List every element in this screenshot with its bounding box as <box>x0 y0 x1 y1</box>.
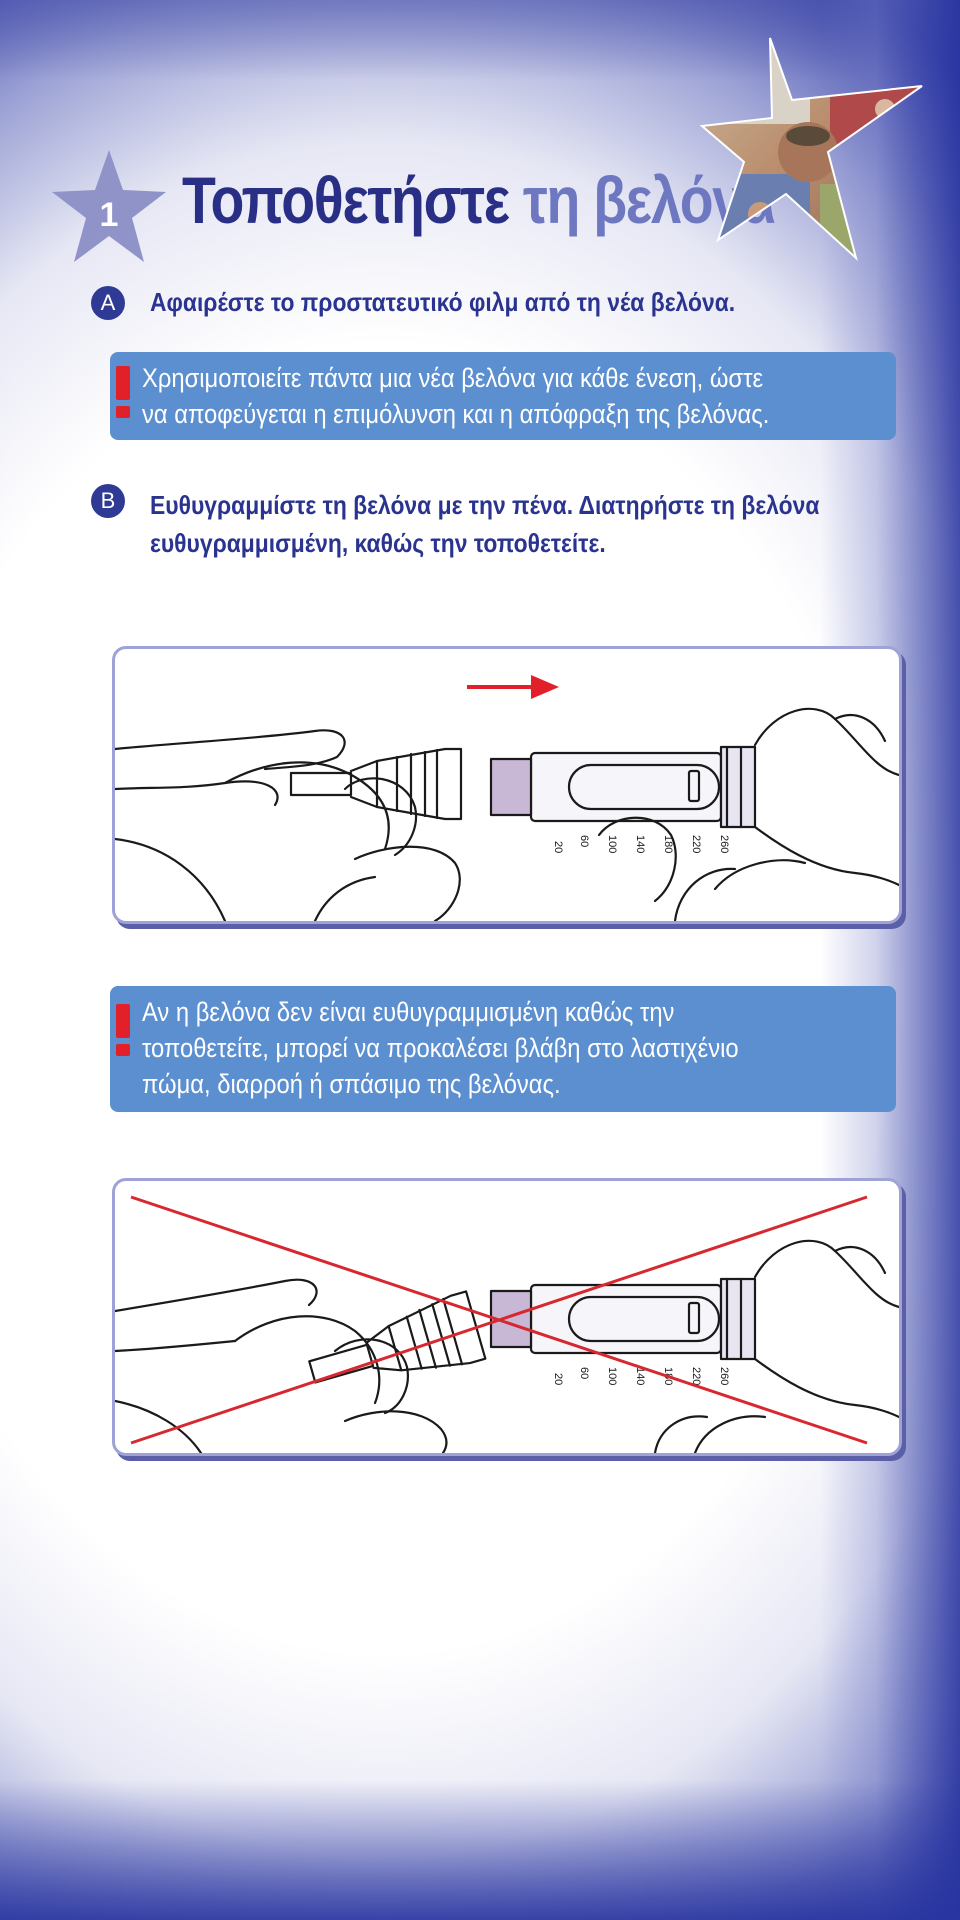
scale-label: 100 <box>606 1367 618 1385</box>
scale-label: 20 <box>552 1373 564 1385</box>
arrow-right-icon <box>467 675 559 699</box>
warning-2-line: πώμα, διαρροή ή σπάσιμο της βελόνας. <box>142 1069 561 1099</box>
step-b-badge: B <box>91 484 125 518</box>
illustration-correct: 20 60 100 140 180 220 260 <box>112 646 902 924</box>
photo-collage-star <box>700 37 923 262</box>
needle-pen-aligned-illustration: 20 60 100 140 180 220 260 <box>115 675 899 921</box>
exclamation-icon <box>116 366 130 418</box>
background-bottom-fade <box>0 1780 960 1920</box>
step-a-badge: A <box>91 286 125 320</box>
title-primary: Τοποθετήστε <box>182 163 510 237</box>
scale-label: 220 <box>690 1367 702 1385</box>
step-number: 1 <box>100 196 119 234</box>
step-b-line: ευθυγραμμισμένη, καθώς την τοποθετείτε. <box>150 528 606 558</box>
scale-label: 220 <box>690 835 702 853</box>
scale-label: 20 <box>552 841 564 853</box>
warning-2-line: Αν η βελόνα δεν είναι ευθυγραμμισμένη κα… <box>142 997 675 1027</box>
warning-2-line: τοποθετείτε, μπορεί να προκαλέσει βλάβη … <box>142 1033 739 1063</box>
step-star-icon: 1 <box>52 150 166 262</box>
scale-label: 140 <box>634 1367 646 1385</box>
step-b-text: Ευθυγραμμίστε τη βελόνα με την πένα. Δια… <box>150 486 819 562</box>
scale-label: 100 <box>606 835 618 853</box>
scale-label: 260 <box>718 1367 730 1385</box>
needle-pen-misaligned-illustration: 20 60 100 140 180 220 260 <box>115 1195 899 1453</box>
warning-box-2: Αν η βελόνα δεν είναι ευθυγραμμισμένη κα… <box>110 986 896 1112</box>
page-title: Τοποθετήστε τη βελόνα <box>182 160 776 240</box>
illustration-incorrect: 20 60 100 140 180 220 260 <box>112 1178 902 1456</box>
cross-icon <box>130 1195 868 1445</box>
step-a-line: Αφαιρέστε το προστατευτικό φιλμ από τη ν… <box>150 287 736 317</box>
step-a-text: Αφαιρέστε το προστατευτικό φιλμ από τη ν… <box>150 283 735 321</box>
background-top-fade <box>0 0 960 80</box>
warning-1-line: να αποφεύγεται η επιμόλυνση και η απόφρα… <box>142 399 770 429</box>
step-b-line: Ευθυγραμμίστε τη βελόνα με την πένα. Δια… <box>150 490 820 520</box>
warning-2-text: Αν η βελόνα δεν είναι ευθυγραμμισμένη κα… <box>142 994 739 1102</box>
warning-1-text: Χρησιμοποιείτε πάντα μια νέα βελόνα για … <box>142 360 769 432</box>
warning-1-line: Χρησιμοποιείτε πάντα μια νέα βελόνα για … <box>142 363 764 393</box>
scale-label: 260 <box>718 835 730 853</box>
warning-box-1: Χρησιμοποιείτε πάντα μια νέα βελόνα για … <box>110 352 896 440</box>
scale-label: 60 <box>578 835 590 847</box>
exclamation-icon <box>116 1004 130 1056</box>
scale-label: 180 <box>662 835 674 853</box>
background-right-fade <box>820 0 960 1920</box>
scale-label: 60 <box>578 1367 590 1379</box>
scale-label: 140 <box>634 835 646 853</box>
